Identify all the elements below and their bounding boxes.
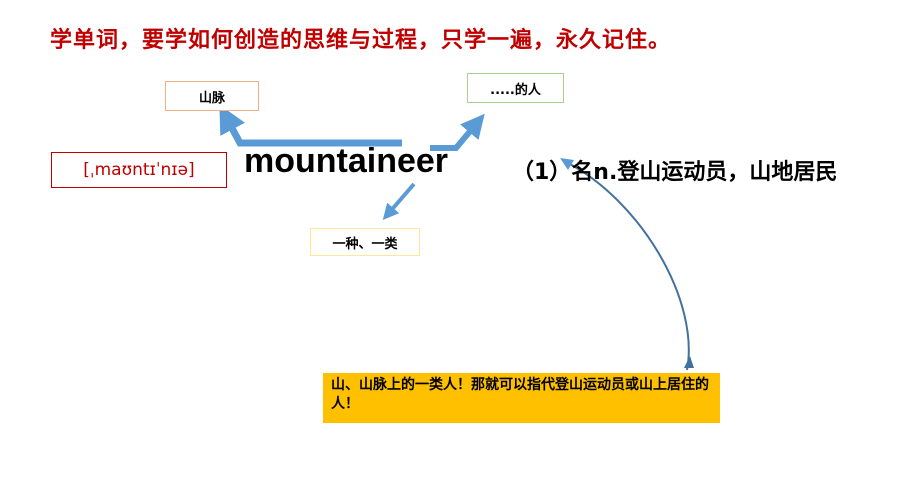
curved-arrow-head bbox=[560, 158, 574, 170]
arrow-to-mountain bbox=[219, 104, 402, 147]
definition: （1）名n.登山运动员，山地居民 bbox=[512, 160, 838, 185]
vocab-word: mountaineer bbox=[244, 142, 449, 180]
box-kind: 一种、一类 bbox=[310, 228, 420, 256]
box-eer: .....的人 bbox=[467, 73, 564, 103]
box-mountain: 山脉 bbox=[165, 81, 259, 111]
explanation-note: 山、山脉上的一类人！那就可以指代登山运动员或山上居住的人！ bbox=[323, 373, 720, 423]
arrow-to-eer bbox=[430, 113, 485, 151]
page-title: 学单词，要学如何创造的思维与过程，只学一遍，永久记住。 bbox=[50, 28, 672, 53]
phonetic-box: [ˌmaʊntɪˈnɪə] bbox=[51, 152, 227, 188]
curved-arrow bbox=[565, 161, 690, 371]
arrow-to-kind bbox=[382, 182, 416, 221]
